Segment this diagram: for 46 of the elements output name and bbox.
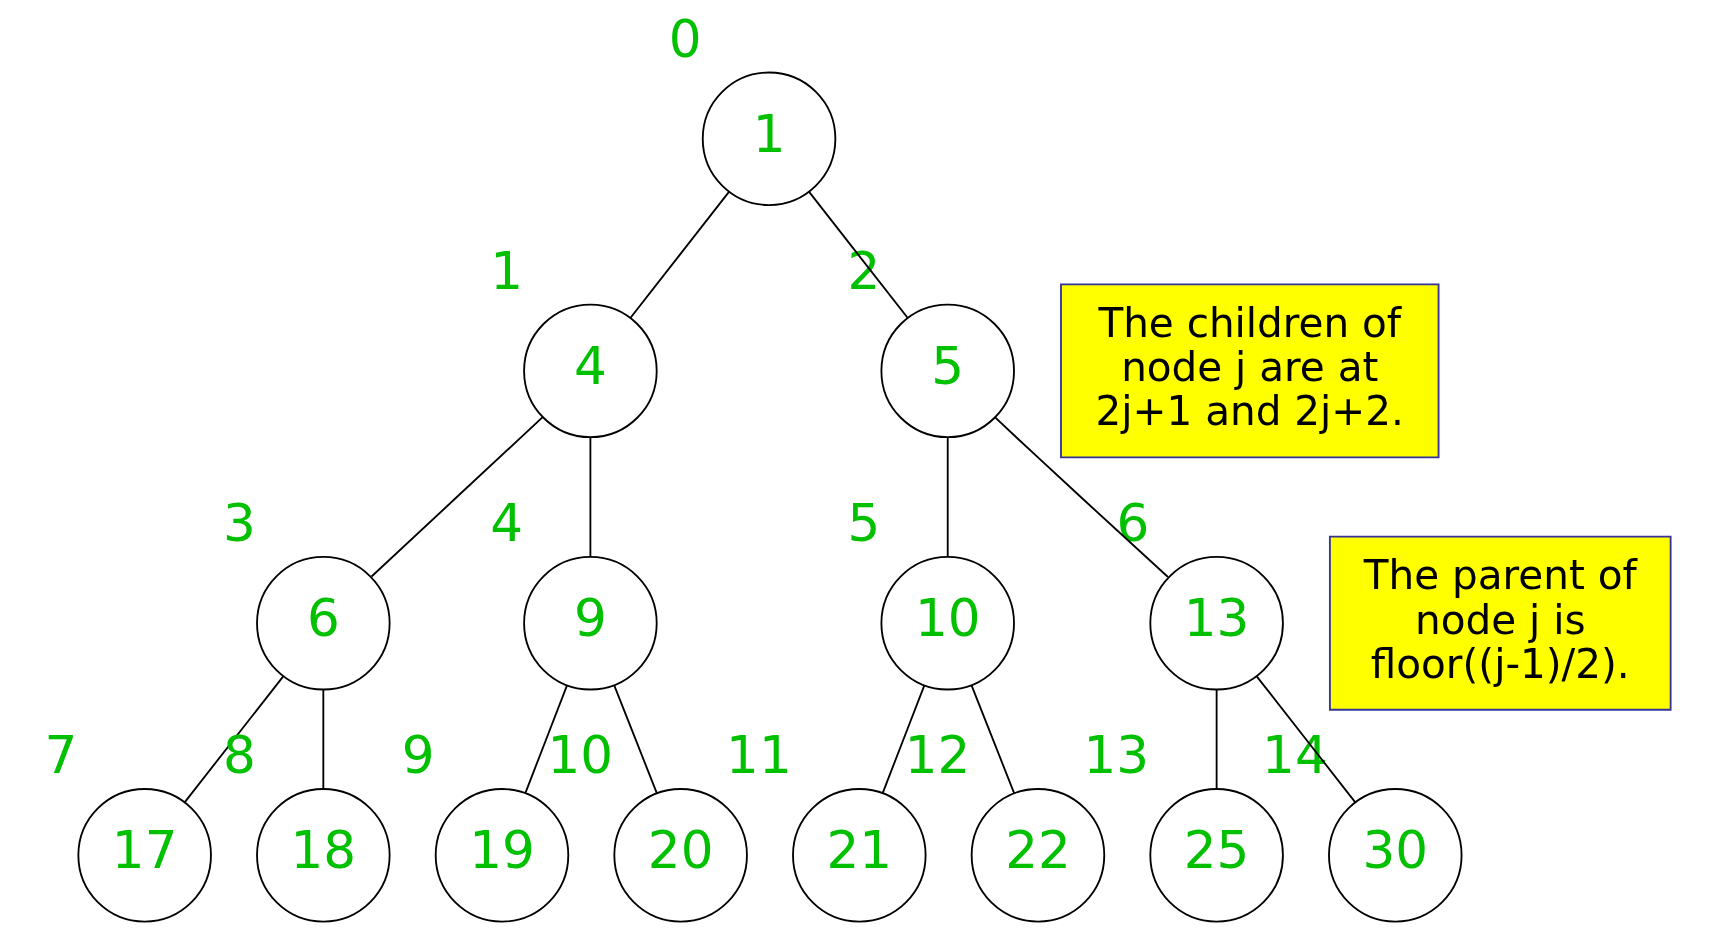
connector: [370, 416, 544, 578]
node-circle: 10: [880, 556, 1015, 691]
node-label: 8: [223, 725, 256, 786]
node-circle: 20: [613, 788, 748, 923]
node-label: 14: [1262, 725, 1328, 786]
node-circle: 21: [792, 788, 927, 923]
node-circle: 22: [970, 788, 1106, 923]
connector: [524, 684, 568, 794]
connector: [613, 684, 658, 795]
node-circle: 4: [523, 303, 658, 439]
node-label: 10: [547, 725, 614, 786]
connector: [1255, 675, 1357, 804]
connector: [994, 416, 1169, 578]
node-label: 0: [668, 8, 702, 69]
connector: [589, 436, 592, 558]
node-box: The parent of node j is floor((j-1)/2).: [1328, 535, 1672, 711]
node-label: 1: [490, 240, 523, 301]
node-label: 13: [1083, 725, 1150, 786]
node-label: 5: [847, 493, 881, 554]
connector: [322, 688, 325, 790]
connector: [970, 684, 1016, 795]
connector: [1215, 688, 1218, 790]
node-circle: 5: [880, 303, 1015, 439]
node-label: 2: [847, 240, 881, 301]
connector: [183, 675, 285, 804]
node-label: 4: [490, 493, 523, 554]
node-circle: 6: [256, 556, 391, 691]
node-circle: 13: [1149, 556, 1284, 691]
node-circle: 17: [77, 788, 212, 923]
node-label: 7: [44, 725, 78, 786]
connector: [808, 191, 909, 319]
node-label: 3: [223, 493, 256, 554]
connector: [946, 436, 949, 558]
node-circle: 9: [523, 556, 658, 691]
node-circle: 30: [1328, 788, 1463, 923]
node-circle: 19: [434, 788, 570, 923]
node-label: 9: [401, 725, 435, 786]
node-label: 11: [726, 725, 792, 786]
node-circle: 18: [256, 788, 391, 923]
connector: [881, 684, 926, 794]
node-label: 12: [904, 725, 971, 786]
node-box: The children of node j are at 2j+1 and 2j+2.: [1060, 283, 1440, 459]
node-circle: 1: [701, 71, 837, 207]
node-circle: 25: [1149, 788, 1284, 923]
connector: [629, 191, 730, 319]
node-label: 6: [1116, 493, 1150, 554]
